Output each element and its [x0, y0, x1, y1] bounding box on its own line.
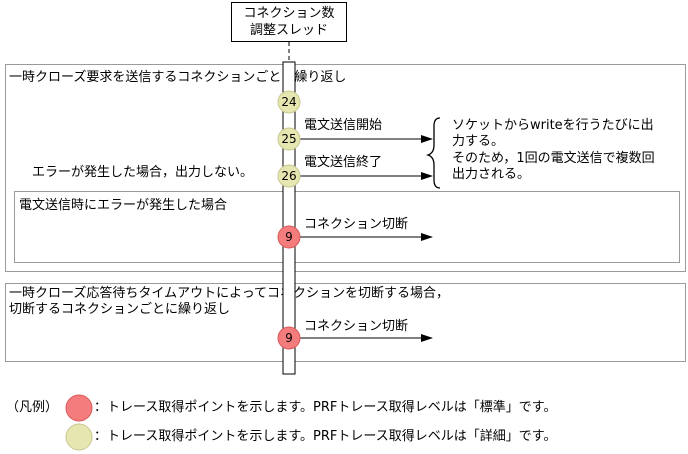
trace-point-9-timeout-label: 9 [285, 331, 293, 345]
trace-point-25 [277, 127, 301, 151]
note-left: エラーが発生した場合，出力しない。 [32, 165, 254, 180]
trace-point-9-error [277, 225, 301, 249]
trace-point-26-label: 26 [281, 169, 297, 183]
legend-yellow-circle [65, 423, 93, 451]
trace-point-25-label: 25 [281, 132, 297, 146]
thread-header: コネクション数 調整スレッド [231, 2, 347, 42]
legend-yellow-text: ：トレース取得ポイントを示します。PRFトレース取得レベルは「詳細」です。 [94, 429, 557, 444]
note-right-line4: 出力される。 [452, 167, 531, 182]
trace-point-26 [277, 164, 301, 188]
loop1-title: 一時クローズ要求を送信するコネクションごとに繰り返し [9, 70, 347, 85]
legend-red-circle [65, 394, 93, 422]
error-block-title: 電文送信時にエラーが発生した場合 [19, 198, 228, 213]
legend-caption: （凡例） [6, 400, 59, 415]
trace-point-9-error-label: 9 [285, 230, 293, 244]
note-brace [425, 117, 441, 189]
loop2-title-line2: 切断するコネクションごとに繰り返し [9, 302, 231, 317]
note-right-line2: 力する。 [452, 134, 505, 149]
arrow-error-9-label: コネクション切断 [304, 217, 409, 232]
error-block-frame [14, 191, 680, 263]
legend-red-text: ：トレース取得ポイントを示します。PRFトレース取得レベルは「標準」です。 [94, 400, 557, 415]
note-right-line3: そのため，1回の電文送信で複数回 [452, 151, 655, 166]
thread-title-line1: コネクション数 [243, 6, 335, 21]
thread-title-line2: 調整スレッド [249, 23, 328, 38]
arrow-26-label: 電文送信終了 [304, 155, 383, 170]
arrow-25-label: 電文送信開始 [304, 118, 383, 133]
arrow-timeout-9-label: コネクション切断 [304, 319, 409, 334]
trace-point-9-timeout [277, 326, 301, 350]
note-right-line1: ソケットからwriteを行うたびに出 [452, 118, 654, 133]
loop2-title-line1: 一時クローズ応答待ちタイムアウトによってコネクションを切断する場合， [9, 286, 450, 301]
trace-point-24-label: 24 [281, 95, 297, 109]
loop2-frame [5, 283, 686, 362]
loop1-frame [5, 64, 686, 272]
trace-point-24 [277, 90, 301, 114]
